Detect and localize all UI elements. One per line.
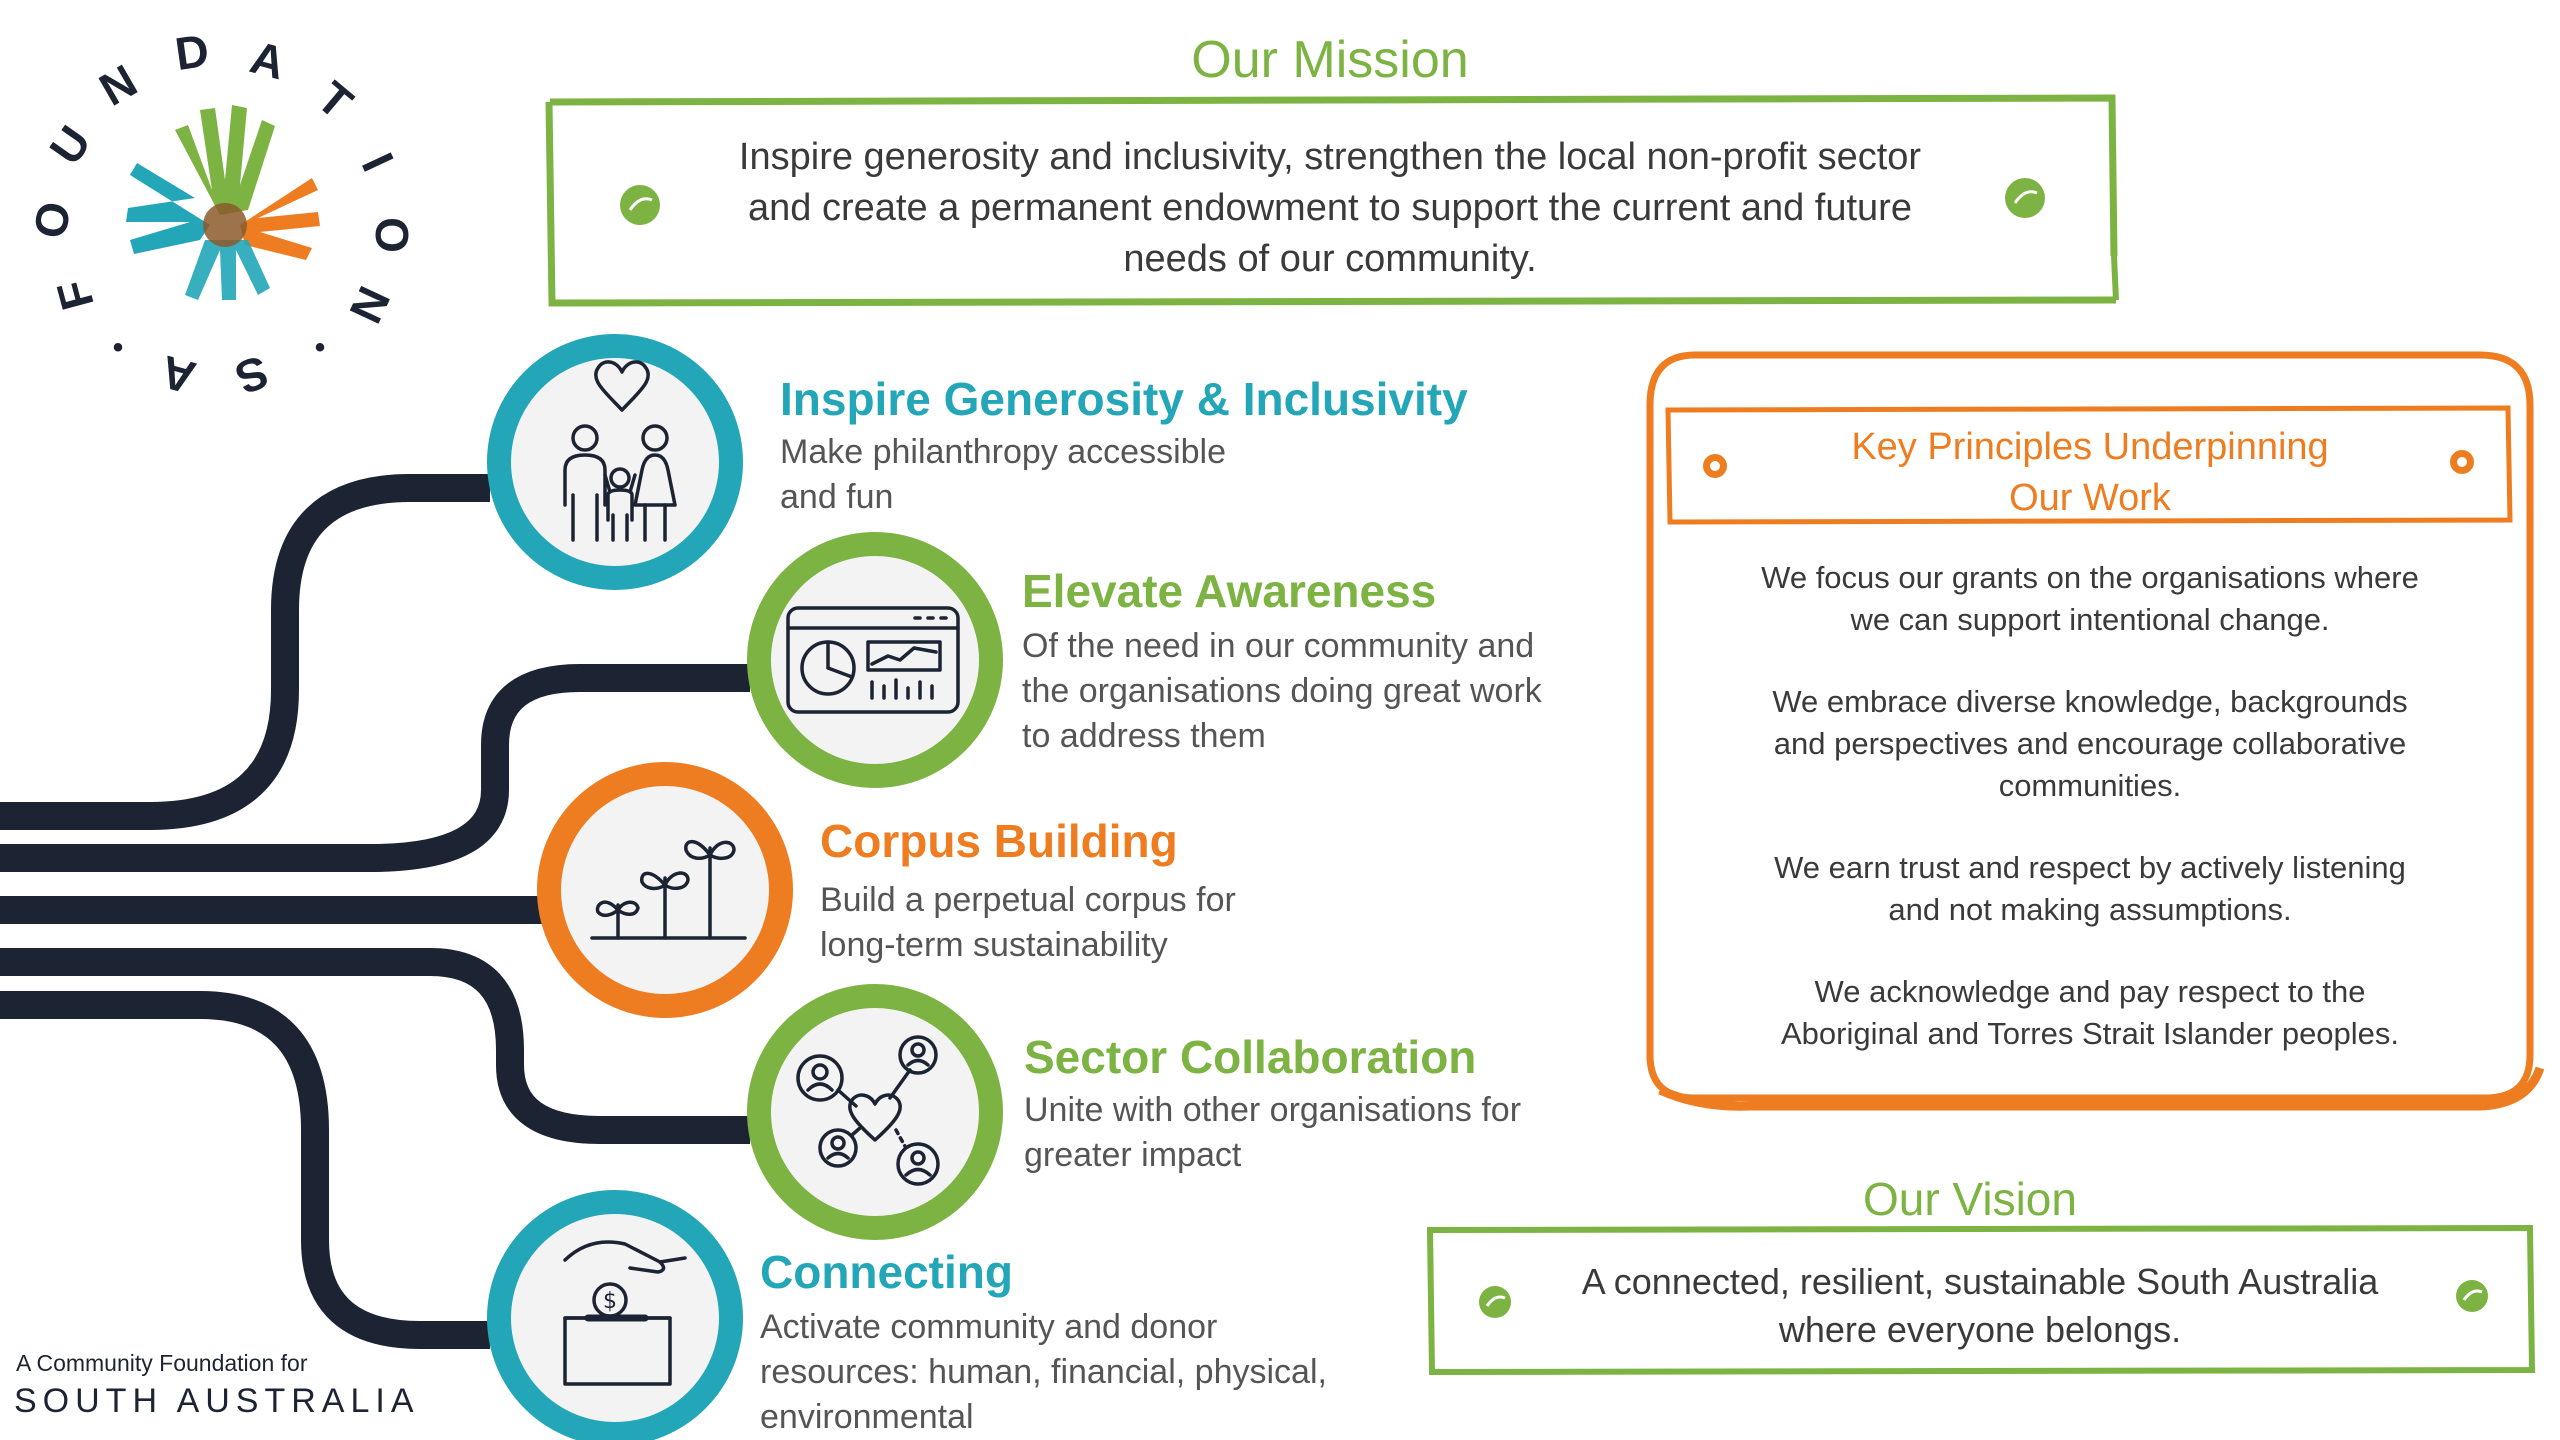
logo-letter: O	[23, 197, 81, 243]
vision-line: A connected, resilient, sustainable Sout…	[1581, 1261, 2379, 1302]
connector-line-2	[0, 664, 750, 872]
mission-text: Inspire generosity and inclusivity, stre…	[660, 132, 2000, 285]
pillar-desc-line: Activate community and donor	[760, 1308, 1218, 1346]
logo-tagline: A Community Foundation for	[16, 1350, 308, 1376]
pillar-desc: Make philanthropy accessible and fun	[780, 430, 1540, 520]
pillar-3: Corpus Building Build a perpetual corpus…	[820, 814, 1440, 968]
connector-line-5	[0, 991, 490, 1349]
logo-letter: O	[366, 217, 418, 253]
principles-title-line: Key Principles Underpinning	[1851, 426, 2329, 468]
pillar-desc-line: greater impact	[1024, 1136, 1242, 1174]
pillar-desc-line: environmental	[760, 1398, 974, 1436]
pillar-desc: Build a perpetual corpus for long-term s…	[820, 878, 1440, 968]
principle-item: We acknowledge and pay respect to the Ab…	[1780, 974, 2400, 1051]
pillar-desc: Unite with other organisations for great…	[1024, 1088, 1644, 1178]
pillar-2: Elevate Awareness Of the need in our com…	[1022, 564, 1642, 759]
pillar-5: Connecting Activate community and donor …	[760, 1245, 1420, 1440]
pillar-desc-line: Make philanthropy accessible	[780, 433, 1227, 471]
svg-text:$: $	[603, 1289, 617, 1314]
pillar-title: Inspire Generosity & Inclusivity	[780, 373, 1468, 425]
connector-line-1	[0, 474, 490, 830]
pillar-desc-line: and fun	[780, 478, 894, 516]
pillar-desc-line: Build a perpetual corpus for	[820, 881, 1236, 919]
pillar-4: Sector Collaboration Unite with other or…	[1024, 1030, 1644, 1178]
donation-box-icon: $	[563, 1240, 687, 1386]
hands-icon	[126, 105, 320, 300]
vision-box	[1426, 1224, 2536, 1376]
pillar-title: Elevate Awareness	[1022, 565, 1437, 617]
logo-letter: •	[314, 331, 326, 364]
pillar-desc-line: the organisations doing great work	[1022, 672, 1542, 710]
principles-box	[1646, 351, 2545, 1111]
family-icon	[563, 360, 677, 542]
pillar-desc: Activate community and donor resources: …	[760, 1305, 1420, 1440]
pillar-desc: Of the need in our community and the org…	[1022, 624, 1642, 759]
network-icon	[796, 1035, 940, 1186]
pillar-1: Inspire Generosity & Inclusivity Make ph…	[780, 372, 1540, 520]
vision-text: A connected, resilient, sustainable Sout…	[1530, 1258, 2430, 1354]
mission-heading: Our Mission	[1191, 31, 1469, 89]
seedlings-icon	[590, 839, 747, 940]
logo-letter: D	[171, 23, 213, 81]
logo-state: SOUTH AUSTRALIA	[14, 1382, 420, 1420]
principles-title: Key Principles Underpinning Our Work	[1740, 422, 2440, 524]
mission-line: needs of our community.	[1123, 238, 1537, 280]
mission-line: and create a permanent endowment to supp…	[748, 187, 1912, 229]
principle-item: We embrace diverse knowledge, background…	[1772, 684, 2408, 803]
pillar-desc-line: to address them	[1022, 717, 1266, 755]
pillar-circle-4	[747, 984, 1003, 1240]
pillar-title: Corpus Building	[820, 815, 1178, 867]
pillar-desc-line: long-term sustainability	[820, 926, 1168, 964]
principle-item: We earn trust and respect by actively li…	[1774, 850, 2406, 927]
vision-line: where everyone belongs.	[1778, 1309, 2182, 1350]
pillar-desc-line: Unite with other organisations for	[1024, 1091, 1522, 1129]
principles-title-line: Our Work	[2009, 477, 2171, 519]
pillar-circle-2	[747, 532, 1003, 788]
connector-line-4	[0, 948, 750, 1144]
dashboard-icon	[786, 606, 960, 714]
pillar-circle-1	[487, 334, 743, 590]
mission-box	[545, 94, 2119, 307]
connector-lines	[0, 474, 750, 1349]
vision-heading: Our Vision	[1863, 1173, 2077, 1225]
pillar-desc-line: resources: human, financial, physical,	[760, 1353, 1327, 1391]
principle-item: We focus our grants on the organisations…	[1761, 560, 2419, 637]
pillar-title: Connecting	[760, 1246, 1013, 1298]
leaf-badge-icon	[620, 178, 2488, 1318]
pillar-desc-line: Of the need in our community and	[1022, 627, 1535, 665]
principles-list: We focus our grants on the organisations…	[1680, 557, 2500, 1055]
logo-letter: •	[112, 331, 124, 364]
mission-line: Inspire generosity and inclusivity, stre…	[738, 136, 1922, 178]
pillar-title: Sector Collaboration	[1024, 1031, 1477, 1083]
